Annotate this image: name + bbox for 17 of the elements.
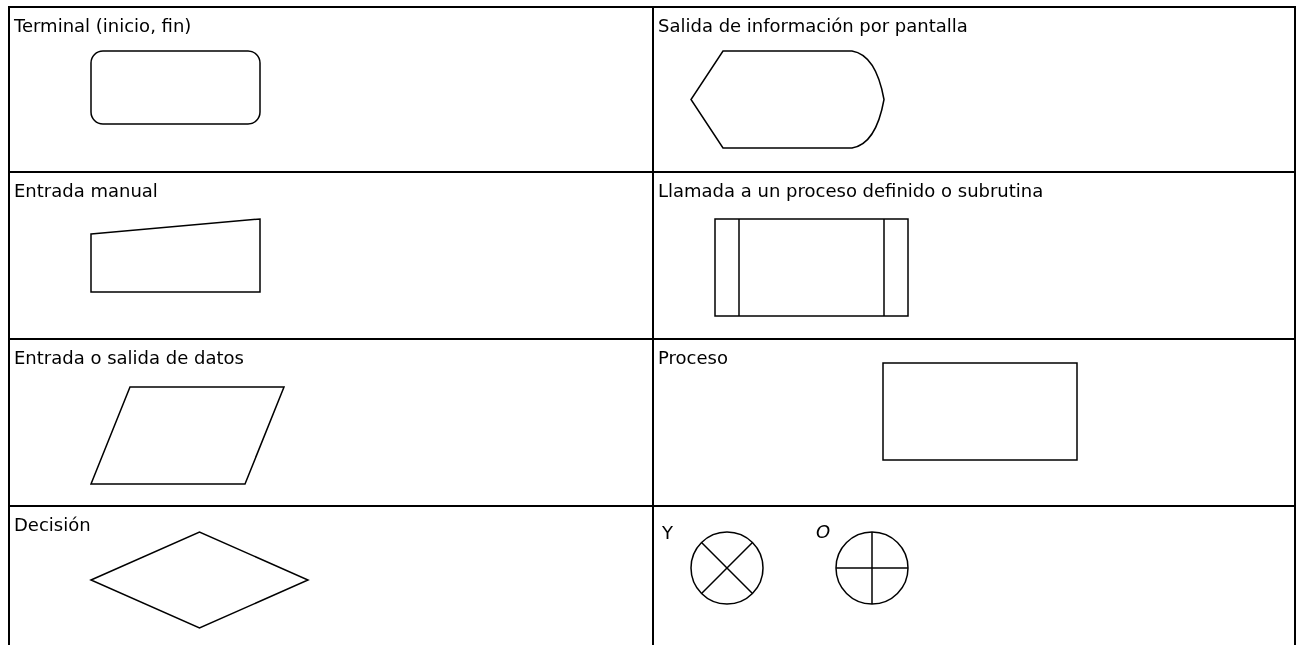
symbol-name: Entrada o salida de datos	[14, 347, 244, 368]
symbol-name: Entrada manual	[14, 180, 158, 201]
table-cell	[8, 338, 652, 505]
symbol-name: Decisión	[14, 514, 91, 535]
symbol-name: Proceso	[658, 347, 728, 368]
symbol-name: Terminal (inicio, fin)	[14, 15, 192, 36]
table-cell	[8, 171, 652, 338]
table-cell	[652, 505, 1296, 645]
table-cell	[8, 6, 652, 171]
symbol-label: O	[816, 521, 831, 542]
symbol-name: Salida de información por pantalla	[658, 15, 968, 36]
symbol-label: Y	[662, 522, 673, 543]
symbol-name: Llamada a un proceso definido o subrutina	[658, 180, 1044, 201]
table-cell	[652, 338, 1296, 505]
table-cell	[8, 505, 652, 645]
table-cell	[652, 171, 1296, 338]
table-cell	[652, 6, 1296, 171]
